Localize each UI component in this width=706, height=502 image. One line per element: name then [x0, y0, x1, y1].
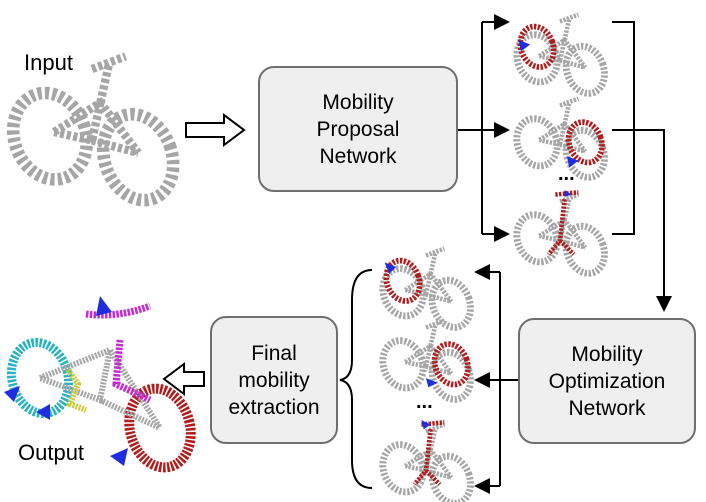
output-arrow	[162, 362, 205, 396]
proposal-collect-bracket	[612, 21, 635, 235]
output-label: Output	[18, 440, 85, 465]
to-optimization-arrow	[634, 129, 672, 312]
optimization-line-3: Network	[568, 396, 646, 420]
proposal-line-3: Network	[319, 144, 397, 168]
optimization-line-2: Optimization	[548, 369, 666, 393]
proposal-bike-1	[510, 15, 610, 99]
output-bike-segmented	[4, 296, 196, 473]
proposal-line-1: Mobility	[322, 90, 394, 114]
curly-brace	[339, 269, 373, 489]
input-arrow	[185, 113, 246, 147]
optimized-bike-3	[376, 420, 476, 502]
input-bike-pointcloud	[1, 56, 184, 210]
proposal-bike-3	[510, 190, 610, 279]
input-label: Input	[24, 50, 73, 75]
optimization-line-1: Mobility	[571, 342, 643, 366]
optimized-bike-1	[376, 249, 476, 333]
mobility-optimization-network-box: Mobility Optimization Network	[518, 318, 696, 444]
optimized-bike-2	[376, 321, 476, 405]
final-mobility-extraction-box: Final mobility extraction	[210, 316, 338, 444]
optimized-ellipsis: ...	[416, 391, 433, 413]
final-line-2: mobility	[238, 368, 310, 392]
proposal-bike-2	[510, 99, 610, 183]
proposal-line-2: Proposal	[316, 117, 400, 141]
mobility-proposal-network-box: Mobility Proposal Network	[258, 66, 458, 192]
proposal-ellipsis: ...	[558, 163, 575, 185]
final-line-1: Final	[251, 341, 297, 365]
final-line-3: extraction	[228, 395, 320, 419]
